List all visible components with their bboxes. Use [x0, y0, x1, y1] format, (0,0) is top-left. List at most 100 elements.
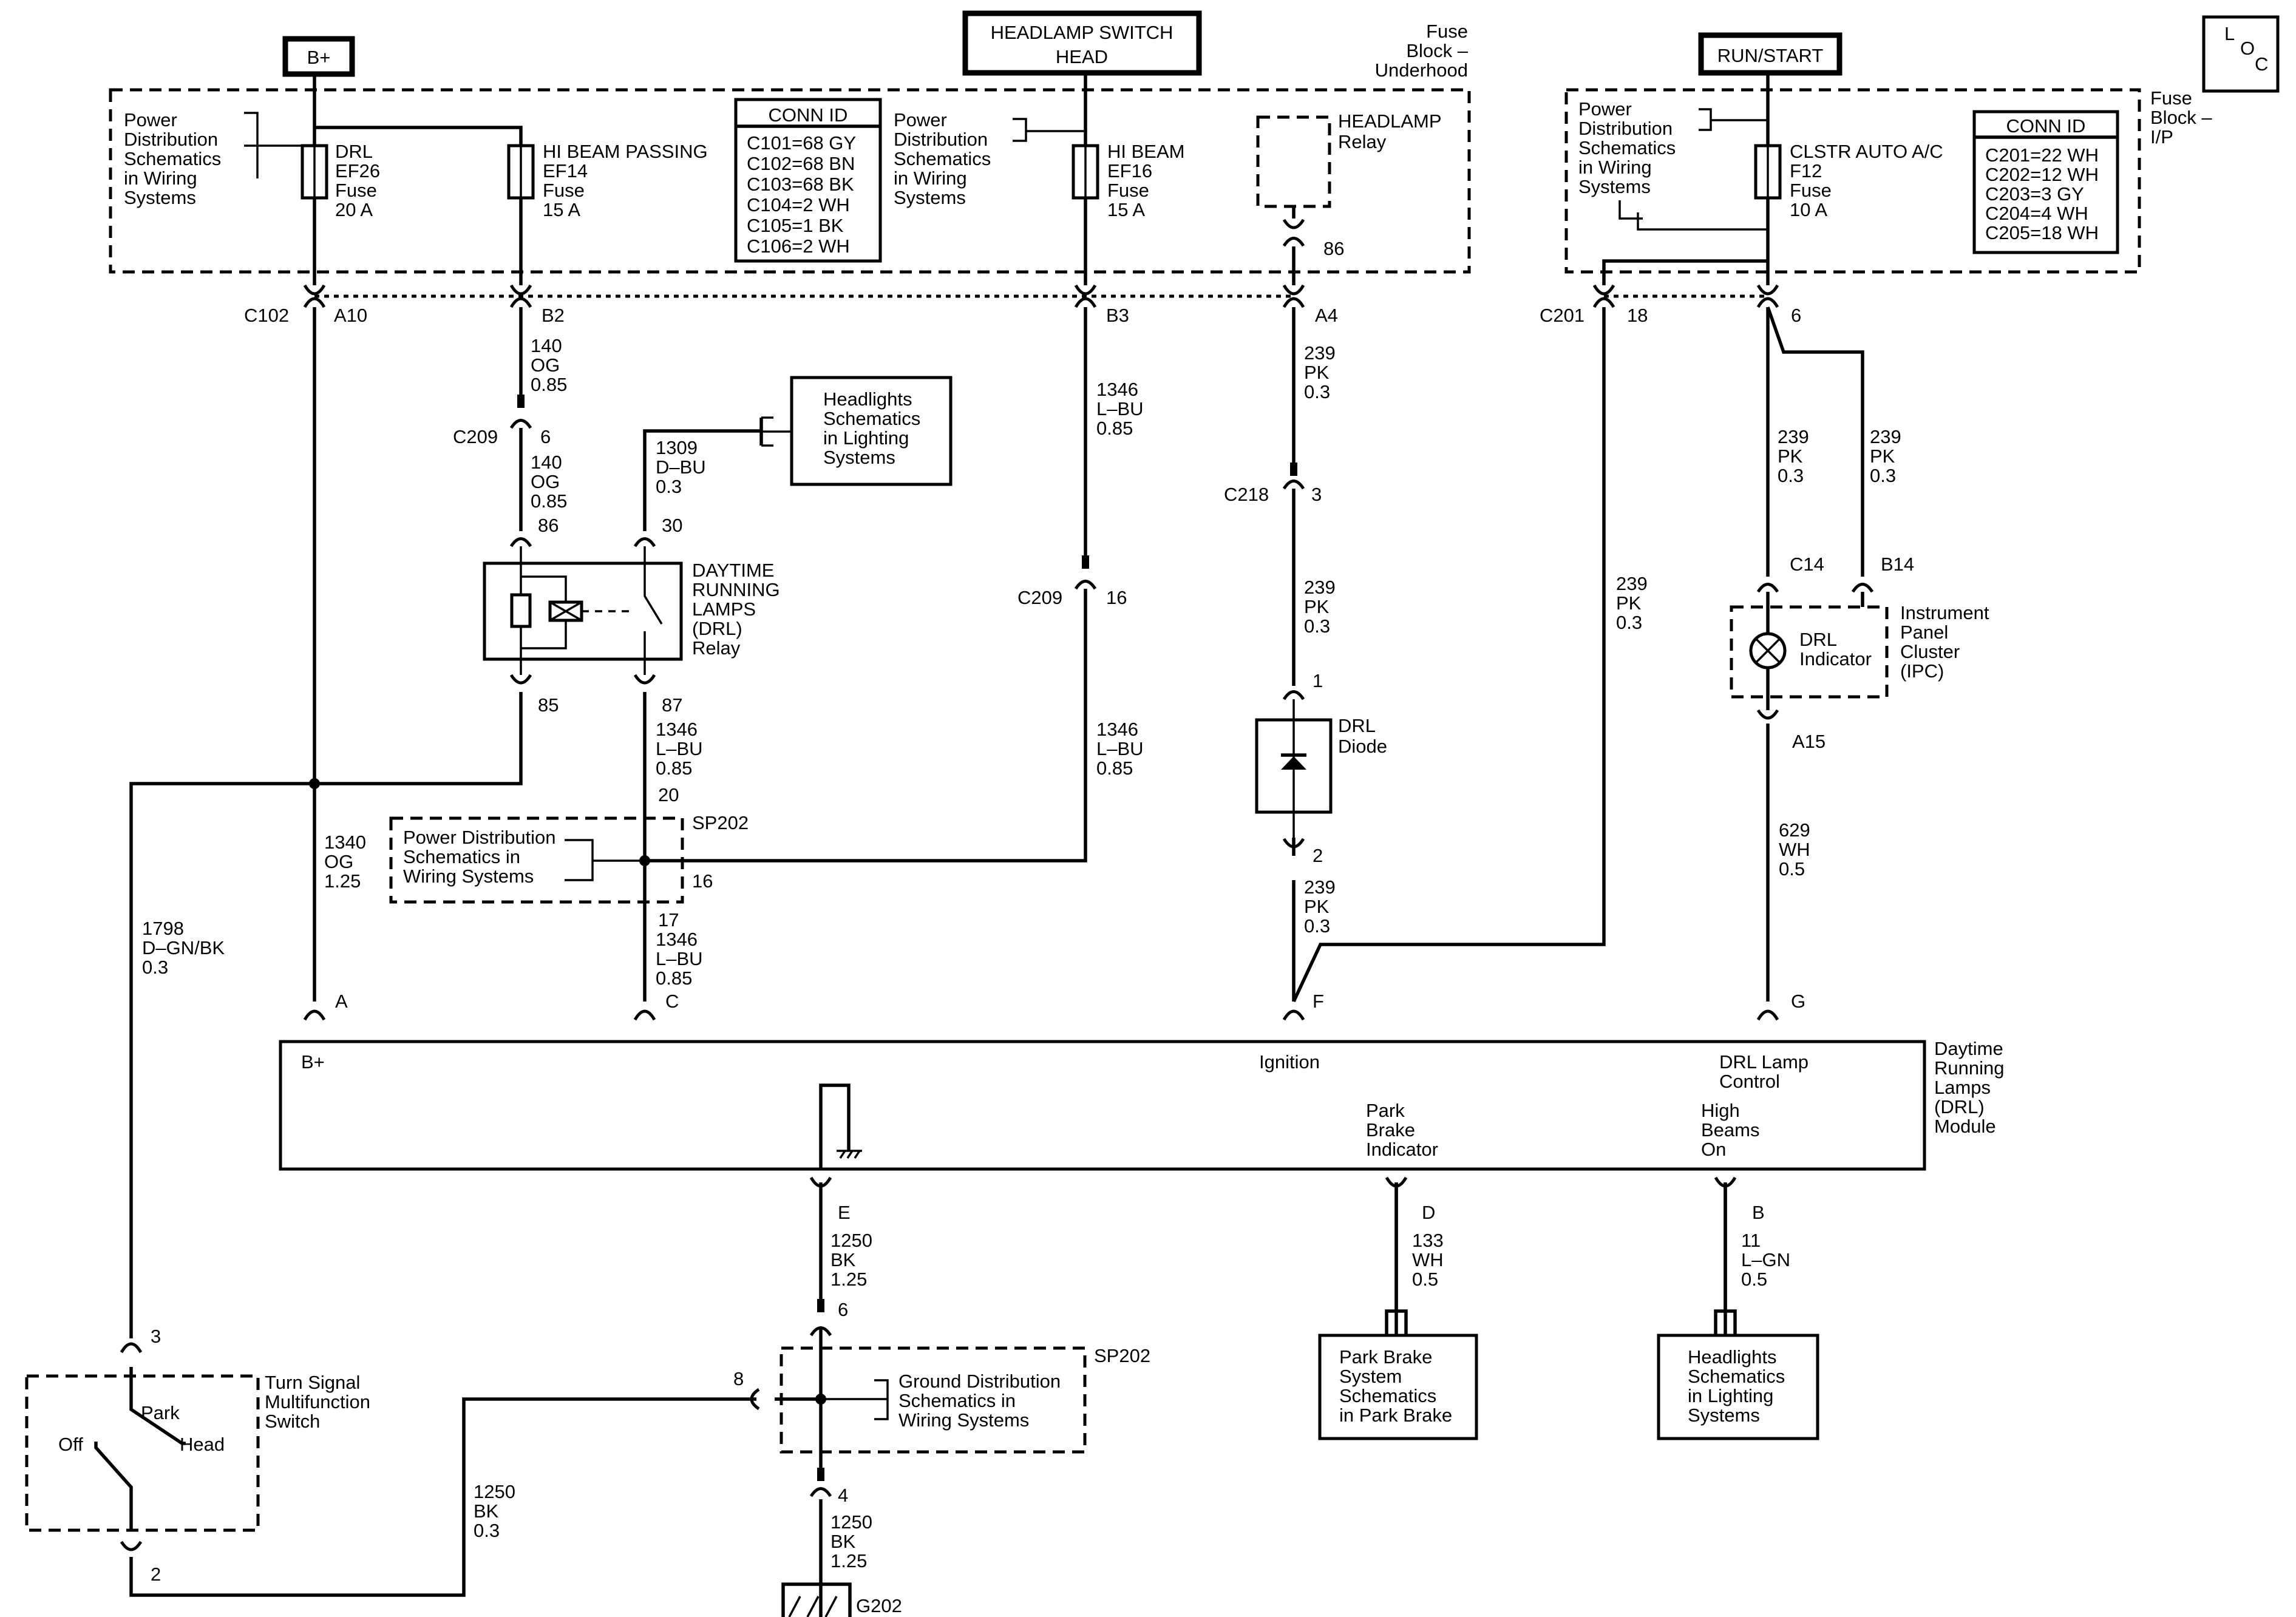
svg-text:1.25: 1.25 [830, 1550, 867, 1571]
svg-text:C14: C14 [1790, 554, 1824, 575]
svg-text:Power: Power [1578, 98, 1632, 120]
svg-text:239: 239 [1304, 577, 1336, 598]
svg-text:0.85: 0.85 [1096, 418, 1133, 439]
svg-text:RUNNING: RUNNING [692, 579, 780, 600]
svg-text:20: 20 [658, 784, 679, 805]
svg-text:Off: Off [58, 1434, 83, 1455]
power-dist-ref-2: Power Distribution Schematics in Wiring … [894, 109, 1085, 208]
svg-text:Panel: Panel [1900, 622, 1948, 643]
svg-text:On: On [1701, 1139, 1726, 1160]
svg-text:DRL: DRL [1799, 629, 1837, 650]
svg-text:3: 3 [151, 1326, 161, 1347]
svg-text:Headlights: Headlights [1688, 1346, 1776, 1368]
svg-text:Headlights: Headlights [823, 388, 912, 410]
svg-text:Schematics in: Schematics in [403, 846, 520, 867]
svg-text:DRL Lamp: DRL Lamp [1719, 1051, 1809, 1073]
svg-text:PK: PK [1870, 446, 1895, 467]
svg-text:15 A: 15 A [543, 199, 580, 220]
svg-text:17: 17 [658, 909, 679, 931]
svg-text:G202: G202 [856, 1595, 902, 1616]
svg-text:Power: Power [124, 109, 177, 131]
clstr-auto-ac-fuse: CLSTR AUTO A/C F12 Fuse 10 A [1754, 141, 1943, 220]
svg-text:CONN ID: CONN ID [769, 104, 848, 126]
svg-text:0.85: 0.85 [531, 374, 567, 395]
svg-text:WH: WH [1412, 1249, 1444, 1270]
svg-text:Systems: Systems [1578, 176, 1651, 197]
svg-text:140: 140 [531, 335, 562, 356]
conn-id-table-ip: CONN ID C201=22 WH C202=12 WH C203=3 GY … [1972, 110, 2119, 254]
svg-text:in Park Brake: in Park Brake [1339, 1405, 1452, 1426]
svg-text:in Wiring: in Wiring [1578, 157, 1652, 178]
svg-text:Systems: Systems [894, 187, 966, 208]
svg-text:PK: PK [1616, 592, 1642, 614]
svg-text:C203=3 GY: C203=3 GY [1985, 183, 2084, 205]
svg-text:(DRL): (DRL) [692, 618, 742, 639]
svg-text:1.25: 1.25 [324, 870, 361, 892]
svg-text:18: 18 [1627, 305, 1648, 326]
svg-text:Systems: Systems [823, 447, 895, 468]
svg-text:A15: A15 [1792, 731, 1826, 752]
svg-text:EF14: EF14 [543, 160, 588, 181]
drl-relay: DAYTIME RUNNING LAMPS (DRL) Relay [483, 546, 780, 675]
svg-text:1250: 1250 [474, 1481, 515, 1502]
drl-module-title: Daytime Running Lamps (DRL) Module [1934, 1038, 2004, 1137]
svg-text:Brake: Brake [1366, 1119, 1415, 1141]
svg-text:E: E [838, 1202, 851, 1223]
svg-text:C104=2 WH: C104=2 WH [747, 194, 850, 215]
hi-beam-passing-fuse: HI BEAM PASSING EF14 Fuse 15 A [507, 141, 708, 220]
svg-text:BK: BK [830, 1249, 856, 1270]
svg-text:Ground Distribution: Ground Distribution [898, 1371, 1061, 1392]
svg-text:I/P: I/P [2150, 126, 2173, 147]
svg-text:D–GN/BK: D–GN/BK [142, 937, 225, 958]
connector-symbols [120, 219, 1874, 1551]
svg-text:133: 133 [1412, 1230, 1444, 1251]
svg-text:Distribution: Distribution [124, 129, 218, 150]
headlamp-relay-outline [1256, 115, 1331, 208]
loc-box: L O C [2202, 15, 2280, 93]
svg-text:(DRL): (DRL) [1934, 1096, 1985, 1117]
svg-text:Wiring Systems: Wiring Systems [898, 1409, 1029, 1431]
svg-text:Schematics in: Schematics in [898, 1390, 1016, 1411]
svg-text:239: 239 [1304, 342, 1336, 364]
svg-text:Fuse: Fuse [1107, 180, 1149, 201]
svg-text:C209: C209 [1017, 587, 1062, 608]
svg-text:C202=12 WH: C202=12 WH [1985, 164, 2099, 185]
svg-text:Schematics: Schematics [1578, 137, 1676, 158]
svg-text:Underhood: Underhood [1375, 59, 1468, 81]
svg-text:Module: Module [1934, 1116, 1996, 1137]
svg-text:B14: B14 [1881, 554, 1914, 575]
svg-text:87: 87 [662, 694, 682, 716]
svg-text:L–BU: L–BU [656, 738, 703, 759]
svg-text:Fuse: Fuse [1790, 180, 1832, 201]
svg-text:Schematics: Schematics [823, 408, 920, 429]
svg-text:1340: 1340 [324, 832, 366, 853]
svg-text:BK: BK [830, 1531, 856, 1552]
ipc-label: Instrument Panel Cluster (IPC) [1900, 602, 1989, 682]
svg-text:Distribution: Distribution [1578, 118, 1673, 139]
headlamp-relay: HEADLAMP Relay 86 [1323, 110, 1442, 259]
wires [94, 75, 1864, 1617]
svg-text:DAYTIME: DAYTIME [692, 560, 775, 581]
wire-11-lgn: 11L–GN0.5 [1741, 1230, 1790, 1290]
svg-text:System: System [1339, 1366, 1402, 1387]
svg-text:1250: 1250 [830, 1230, 872, 1251]
svg-text:C106=2 WH: C106=2 WH [747, 236, 850, 257]
park-brake-schematics-ref: Park Brake System Schematics in Park Bra… [1318, 1334, 1478, 1440]
svg-text:C201: C201 [1540, 305, 1584, 326]
svg-text:C102=68 BN: C102=68 BN [747, 153, 855, 174]
svg-text:C103=68 BK: C103=68 BK [747, 174, 854, 195]
svg-text:EF26: EF26 [335, 160, 380, 181]
svg-text:0.3: 0.3 [1304, 381, 1330, 402]
svg-text:OG: OG [531, 471, 560, 492]
svg-text:A: A [335, 991, 348, 1012]
svg-text:20 A: 20 A [335, 199, 373, 220]
svg-text:PK: PK [1304, 596, 1330, 617]
